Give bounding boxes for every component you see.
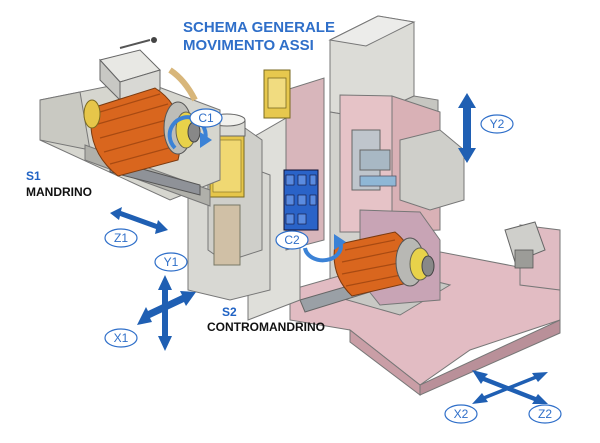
svg-text:X1: X1 bbox=[114, 331, 129, 345]
tool-block-blue bbox=[283, 169, 319, 231]
diagram-title-line1: SCHEMA GENERALE bbox=[183, 19, 335, 36]
z1-axis-arrow bbox=[110, 207, 168, 234]
main-spindle-code: S1 bbox=[26, 169, 41, 183]
svg-text:Y1: Y1 bbox=[164, 255, 179, 269]
label-x2: X2 bbox=[444, 404, 478, 424]
right-tool-holder bbox=[504, 221, 546, 269]
label-z1: Z1 bbox=[104, 228, 138, 248]
main-spindle-name: MANDRINO bbox=[26, 185, 92, 199]
label-y2: Y2 bbox=[480, 114, 514, 134]
right-column-unit bbox=[328, 15, 465, 301]
label-y1: Y1 bbox=[154, 252, 188, 272]
diagram-title-line2: MOVIMENTO ASSI bbox=[183, 37, 314, 54]
c2-rotation-arrow bbox=[303, 234, 346, 263]
c1-rotation-arrow bbox=[167, 115, 212, 150]
svg-text:Z1: Z1 bbox=[114, 231, 128, 245]
svg-text:Y2: Y2 bbox=[490, 117, 505, 131]
label-x1: X1 bbox=[104, 328, 138, 348]
sub-spindle-name: CONTROMANDRINO bbox=[207, 320, 325, 334]
svg-text:C1: C1 bbox=[198, 111, 214, 125]
svg-text:Z2: Z2 bbox=[538, 407, 552, 421]
svg-text:C2: C2 bbox=[284, 233, 300, 247]
main-spindle-motor bbox=[83, 37, 201, 177]
label-c1: C1 bbox=[189, 108, 223, 128]
x2-z2-axis-cross bbox=[472, 370, 548, 404]
sub-spindle-code: S2 bbox=[222, 305, 237, 319]
sub-spindle-motor bbox=[333, 231, 435, 297]
label-c2: C2 bbox=[275, 230, 309, 250]
y2-axis-arrow bbox=[458, 93, 476, 163]
x1-y1-axis-cross bbox=[137, 275, 196, 351]
label-z2: Z2 bbox=[528, 404, 562, 424]
svg-text:X2: X2 bbox=[454, 407, 469, 421]
